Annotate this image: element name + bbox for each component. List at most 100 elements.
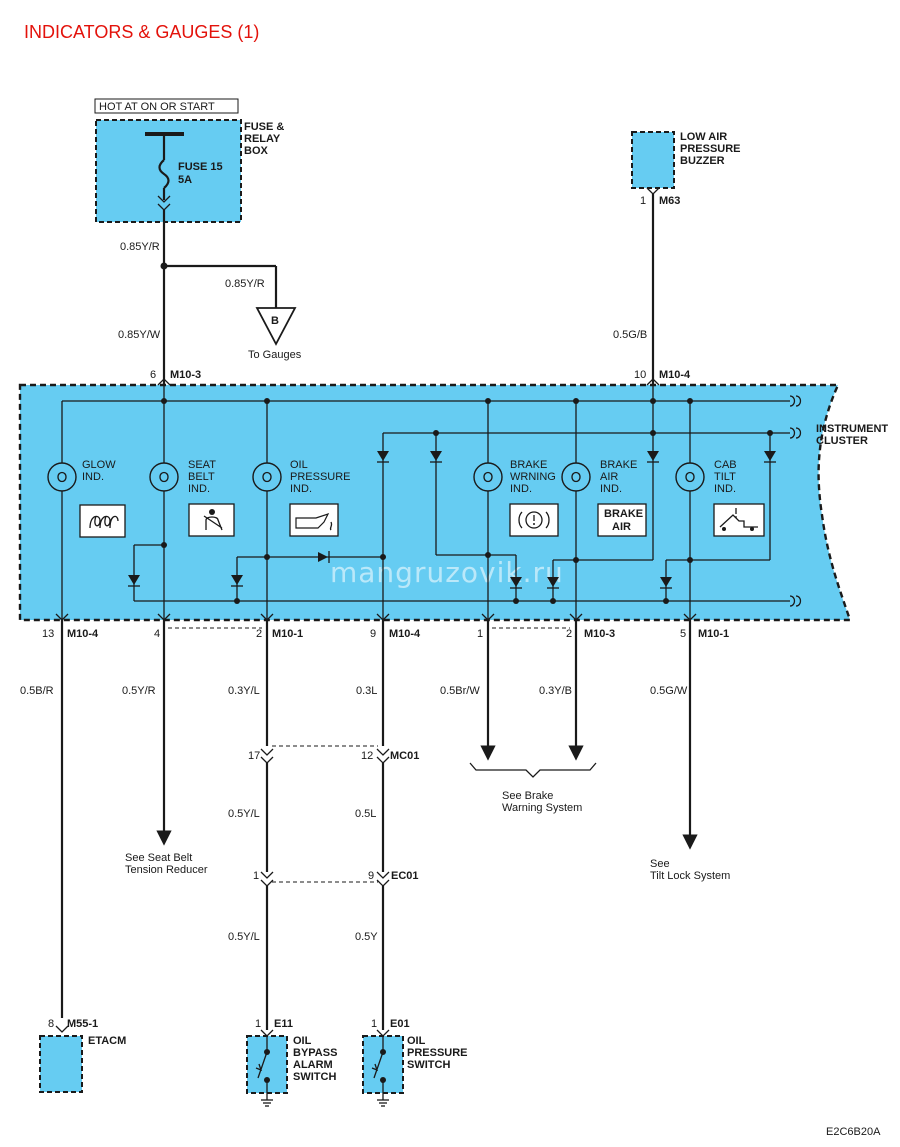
wire-label-oil-bypass-mid: 0.5Y/L xyxy=(228,808,260,820)
wire-label-power-branch: 0.85Y/R xyxy=(225,278,265,290)
bulb-icon xyxy=(47,462,77,492)
oil-pressure-indicator: OIL PRESSURE IND. xyxy=(252,459,351,537)
diode-icon xyxy=(318,551,330,563)
brake-warning-icon xyxy=(518,511,550,529)
cluster-label-1: INSTRUMENT xyxy=(816,423,888,435)
bottom-pin-1: 13 xyxy=(42,628,54,640)
oil-pressure-label-2: PRESSURE xyxy=(290,471,351,483)
bottom-pin-2: 4 xyxy=(154,628,160,640)
brake-air-label-1: BRAKE xyxy=(600,459,637,471)
brake-air-panel-1: BRAKE xyxy=(604,508,643,520)
cab-tilt-icon xyxy=(719,508,758,531)
connector-icon xyxy=(376,748,390,764)
diode-icon xyxy=(510,577,522,589)
glow-label-2: IND. xyxy=(82,471,104,483)
bottom-conn-4: M10-4 xyxy=(389,628,421,640)
oil-bypass-label-1: OIL xyxy=(293,1035,312,1047)
connector-icon xyxy=(260,748,274,764)
buzzer-pin: 1 xyxy=(640,195,646,207)
page-title: INDICATORS & GAUGES (1) xyxy=(24,22,259,42)
mc01-name: MC01 xyxy=(390,750,419,762)
oil-pressure-label-1: OIL xyxy=(407,1035,426,1047)
bulb-icon xyxy=(675,462,705,492)
hot-label: HOT AT ON OR START xyxy=(99,101,215,113)
buzzer-connector: M63 xyxy=(659,195,680,207)
gauge-ref-text: To Gauges xyxy=(248,349,302,361)
wire-label-oil-bypass-upper: 0.3Y/L xyxy=(228,685,260,697)
bulb-icon xyxy=(252,462,282,492)
mc01-right-pin: 12 xyxy=(361,750,373,762)
diode-icon xyxy=(660,577,672,589)
diode-icon xyxy=(128,575,140,587)
oil-can-icon xyxy=(295,512,333,531)
diode-icon xyxy=(764,451,776,463)
bottom-pin-6: 2 xyxy=(566,628,572,640)
wire-label-buzzer: 0.5G/B xyxy=(613,329,647,341)
oil-pressure-connector: E01 xyxy=(390,1018,410,1030)
wire-label-oil-bypass-low: 0.5Y/L xyxy=(228,931,260,943)
cab-tilt-label-1: CAB xyxy=(714,459,737,471)
cab-tilt-label-3: IND. xyxy=(714,483,736,495)
diode-icon xyxy=(647,451,659,463)
oil-pressure-label-3: SWITCH xyxy=(407,1059,450,1071)
diode-icon xyxy=(231,575,243,587)
hot-label-box xyxy=(94,98,239,114)
seat-belt-label-1: SEAT xyxy=(188,459,216,471)
oil-pressure-label-2: PRESSURE xyxy=(407,1047,468,1059)
wire-label-seat-belt: 0.5Y/R xyxy=(122,685,156,697)
ref-tilt-2: Tilt Lock System xyxy=(650,870,730,882)
fuse-name: FUSE 15 xyxy=(178,161,223,173)
diode-icon xyxy=(430,451,442,463)
cluster-top-conn-1: M10-3 xyxy=(170,369,201,381)
bulb-icon xyxy=(561,462,591,492)
cab-tilt-indicator: CAB TILT IND. xyxy=(675,459,765,537)
ref-seat-belt-2: Tension Reducer xyxy=(125,864,208,876)
fuse-icon xyxy=(158,159,170,189)
bottom-conn-7: M10-1 xyxy=(698,628,729,640)
ground-icon xyxy=(261,1093,273,1107)
seat-belt-label-2: BELT xyxy=(188,471,215,483)
fuse-box-label-3: BOX xyxy=(244,145,269,157)
wire-label-brake-air: 0.3Y/B xyxy=(539,685,572,697)
etacm-pin: 8 xyxy=(48,1018,54,1030)
ref-tilt-1: See xyxy=(650,858,670,870)
wire-label-cab-tilt: 0.5G/W xyxy=(650,685,688,697)
cluster-top-conn-2: M10-4 xyxy=(659,369,691,381)
bottom-pin-7: 5 xyxy=(680,628,686,640)
ec01-name: EC01 xyxy=(391,870,419,882)
brace-icon xyxy=(469,762,597,778)
buzzer-label-3: BUZZER xyxy=(680,155,725,167)
fuse-rating: 5A xyxy=(178,174,192,186)
ref-brake-2: Warning System xyxy=(502,802,582,814)
wire-label-oil-pressure-upper: 0.3L xyxy=(356,685,377,697)
wire-label-brake-wrn: 0.5Br/W xyxy=(440,685,480,697)
connector-icon xyxy=(260,871,274,887)
brake-air-indicator: BRAKE AIR IND. BRAKE AIR xyxy=(561,459,647,537)
bottom-conn-6: M10-3 xyxy=(584,628,615,640)
etacm-component: 8 M55-1 ETACM xyxy=(39,1018,126,1093)
etacm-label: ETACM xyxy=(88,1035,126,1047)
gauge-ref-triangle xyxy=(255,307,297,346)
watermark: mangruzovik.ru xyxy=(330,556,564,589)
glow-indicator: GLOW IND. xyxy=(47,459,126,538)
bulb-icon xyxy=(149,462,179,492)
mc01-left-pin: 17 xyxy=(248,750,260,762)
etacm-connector: M55-1 xyxy=(67,1018,98,1030)
brake-air-panel-2: AIR xyxy=(612,521,631,533)
brake-warning-indicator: BRAKE WRNING IND. xyxy=(473,459,559,537)
diode-icon xyxy=(547,577,559,589)
glow-plug-icon xyxy=(89,515,119,529)
low-air-pressure-buzzer xyxy=(631,131,675,189)
brake-wrn-label-3: IND. xyxy=(510,483,532,495)
cluster-top-pin-2: 10 xyxy=(634,369,646,381)
ref-brake-1: See Brake xyxy=(502,790,553,802)
oil-pressure-label-3: IND. xyxy=(290,483,312,495)
ref-seat-belt-1: See Seat Belt xyxy=(125,852,192,864)
connector-icon xyxy=(376,871,390,887)
bulb-icon xyxy=(473,462,503,492)
glow-label-1: GLOW xyxy=(82,459,116,471)
wire-label-oil-pressure-low: 0.5Y xyxy=(355,931,378,943)
wire-label-power-top: 0.85Y/R xyxy=(120,241,160,253)
brake-air-icon: BRAKE AIR xyxy=(604,508,643,533)
